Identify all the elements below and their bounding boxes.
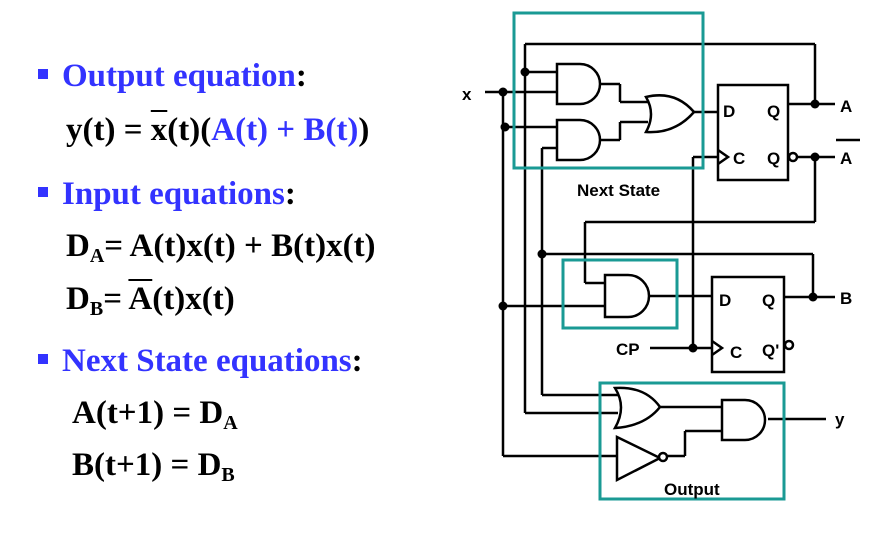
output-box — [598, 381, 786, 501]
next-state-box — [512, 11, 705, 170]
ffa-d: D — [723, 102, 735, 121]
ffb-qn: Q' — [762, 341, 779, 360]
label-output: Output — [664, 480, 720, 499]
bullet-icon — [38, 69, 48, 80]
input-equation-da: DA= A(t)x(t) + B(t)x(t) — [66, 228, 376, 267]
label-next-state: Next State — [577, 181, 660, 200]
and-gate-1 — [555, 62, 602, 106]
ffb-d: D — [719, 291, 731, 310]
next-state-equation-b: B(t+1) = DB — [72, 447, 235, 486]
flipflop-b — [710, 275, 786, 374]
label-b: B — [840, 289, 852, 308]
label-cp: CP — [616, 340, 640, 359]
ffa-c: C — [733, 149, 745, 168]
label-y: y — [835, 410, 845, 429]
label-a: A — [840, 97, 852, 116]
not-gate — [615, 434, 663, 483]
label-abar: A — [840, 149, 852, 168]
wires — [485, 42, 860, 458]
or-gate-next-state — [643, 94, 696, 134]
flipflop-a — [716, 83, 790, 182]
ffb-c: C — [730, 343, 742, 362]
ffb-q: Q — [762, 291, 775, 310]
or-gate-output — [612, 386, 662, 430]
not-bubble — [657, 451, 669, 463]
next-state-b-box — [561, 258, 679, 330]
junction-dots — [498, 67, 820, 353]
next-state-equations-heading: Next State equations: — [38, 343, 363, 380]
and-gate-b — [603, 273, 651, 319]
ffa-qn: Q — [767, 149, 780, 168]
next-state-equation-a: A(t+1) = DA — [72, 395, 238, 434]
input-equation-db: DB= A(t)x(t) — [66, 281, 235, 320]
qbar-a-bubble — [787, 151, 799, 163]
output-equation-heading: Output equation: — [38, 58, 307, 95]
and-gate-2 — [555, 118, 602, 162]
input-equations-heading: Input equations: — [38, 176, 296, 213]
bullet-icon — [38, 354, 48, 365]
qbar-b-bubble — [783, 339, 795, 351]
bullet-icon — [38, 187, 48, 198]
and-gate-output — [720, 398, 767, 442]
label-x: x — [462, 85, 472, 104]
ffa-q: Q — [767, 102, 780, 121]
output-equation: y(t) = x(t)(A(t) + B(t)) — [66, 112, 370, 148]
